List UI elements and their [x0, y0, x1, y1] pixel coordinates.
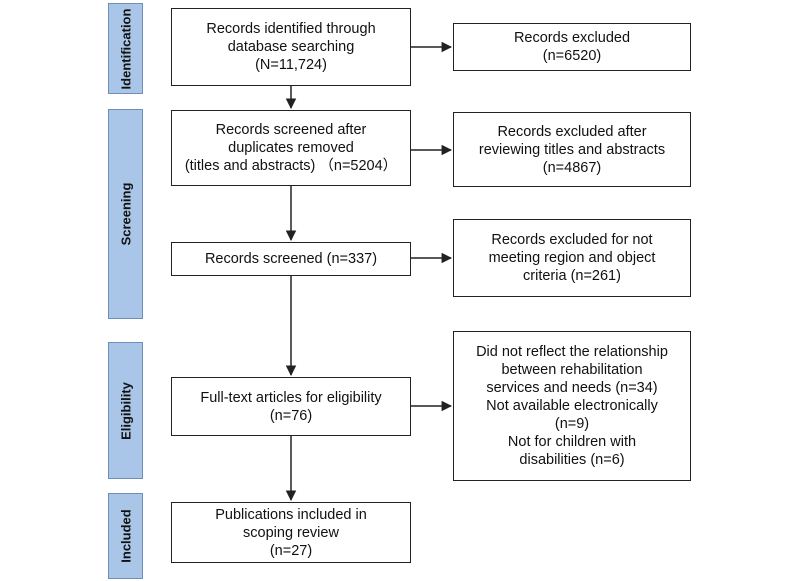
- box-publications-included: Publications included in scoping review …: [171, 502, 411, 563]
- box-excluded-4-line-3: services and needs (n=34): [486, 380, 658, 396]
- box-excluded-2-line-1: Records excluded after: [497, 123, 647, 140]
- box-fulltext-eligibility: Full-text articles for eligibility (n=76…: [171, 377, 411, 436]
- box-records-identified: Records identified through database sear…: [171, 8, 411, 86]
- box-records-identified-line-2: database searching: [227, 39, 355, 55]
- box-records-identified-line-1: Records identified through: [206, 21, 376, 37]
- box-excluded-1-line-1: Records excluded: [513, 30, 631, 46]
- box-publications-included-line-3: (n=27): [269, 542, 313, 559]
- box-excluded-3: Records excluded for not meeting region …: [453, 219, 691, 297]
- phase-identification: Identification: [108, 3, 143, 94]
- box-excluded-4: Did not reflect the relationship between…: [453, 331, 691, 481]
- box-excluded-4-line-6: Not for children with: [507, 434, 637, 450]
- box-excluded-3-line-2: meeting region and object: [488, 250, 656, 266]
- box-excluded-1-line-2: (n=6520): [542, 48, 602, 64]
- box-publications-included-line-2: scoping review: [243, 524, 339, 541]
- box-publications-included-line-1: Publications included in: [215, 506, 367, 523]
- box-records-screened-dedup-line-1: Records screened after: [215, 122, 367, 138]
- box-excluded-4-line-4: Not available electronically: [486, 398, 658, 414]
- box-excluded-3-line-1: Records excluded for not: [491, 232, 653, 248]
- box-records-screened-line-1: Records screened (n=337): [204, 251, 378, 267]
- box-excluded-2-line-3: (n=4867): [542, 159, 602, 176]
- phase-eligibility: Eligibility: [108, 342, 143, 479]
- box-excluded-4-line-7: disabilities (n=6): [519, 452, 625, 468]
- box-records-screened: Records screened (n=337): [171, 242, 411, 276]
- box-excluded-4-line-1: Did not reflect the relationship: [476, 344, 668, 360]
- box-excluded-4-line-5: (n=9): [554, 416, 590, 432]
- box-excluded-1: Records excluded (n=6520): [453, 23, 691, 71]
- box-fulltext-eligibility-line-2: (n=76): [269, 407, 313, 424]
- phase-included: Included: [108, 493, 143, 579]
- phase-screening: Screening: [108, 109, 143, 319]
- box-records-screened-dedup: Records screened after duplicates remove…: [171, 110, 411, 186]
- box-records-screened-dedup-line-2: duplicates removed: [228, 140, 354, 156]
- box-excluded-2-line-2: reviewing titles and abstracts: [478, 141, 666, 158]
- box-excluded-2: Records excluded after reviewing titles …: [453, 112, 691, 187]
- box-records-identified-line-3: (N=11,724): [255, 57, 327, 73]
- box-fulltext-eligibility-line-1: Full-text articles for eligibility: [200, 389, 382, 406]
- box-excluded-3-line-3: criteria (n=261): [523, 268, 621, 284]
- box-excluded-4-line-2: between rehabilitation: [501, 362, 643, 378]
- box-records-screened-dedup-line-3: (titles and abstracts) （n=5204）: [184, 158, 398, 174]
